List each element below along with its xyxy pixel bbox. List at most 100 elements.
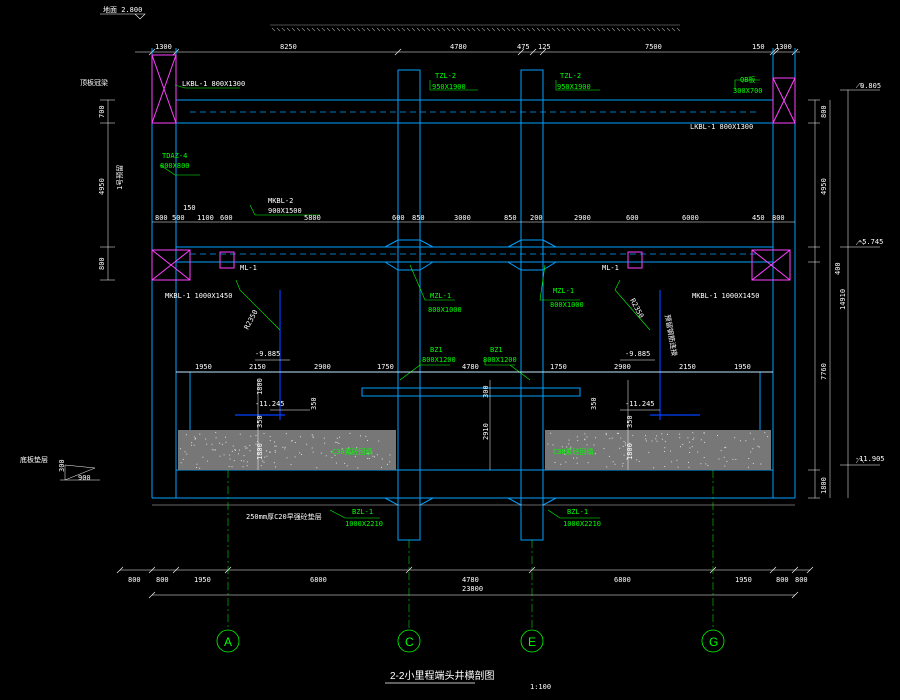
drawing-scale: 1:100 bbox=[530, 683, 551, 691]
speckle bbox=[700, 463, 702, 465]
speckle bbox=[194, 436, 196, 438]
hatch-mark bbox=[591, 27, 596, 32]
label-cushion: 250mm厚C20早强砼垫层 bbox=[246, 512, 322, 521]
speckle bbox=[335, 441, 337, 443]
side-label: 底板垫层 bbox=[20, 455, 48, 464]
mid-dimension-line bbox=[152, 221, 795, 373]
speckle bbox=[221, 443, 223, 445]
inner-dim-left-3: 1800 bbox=[256, 443, 264, 460]
speckle bbox=[611, 437, 613, 439]
concrete-fill-right bbox=[545, 430, 771, 470]
hatch-mark bbox=[671, 27, 676, 32]
hatch-mark bbox=[396, 27, 401, 32]
hatch-mark bbox=[381, 27, 386, 32]
speckle bbox=[235, 449, 236, 451]
speckle bbox=[689, 452, 691, 453]
hatch-mark bbox=[296, 27, 301, 32]
speckle bbox=[704, 432, 705, 434]
hatch-mark bbox=[341, 27, 346, 32]
right-dimension-lines bbox=[808, 82, 880, 499]
mid-dim-text: 800 bbox=[772, 214, 785, 222]
speckle bbox=[629, 442, 631, 444]
hatch-mark bbox=[466, 27, 471, 32]
hatch-mark bbox=[601, 27, 606, 32]
speckle bbox=[664, 447, 666, 449]
speckle bbox=[753, 438, 755, 440]
label-qb-right: QB板 bbox=[740, 75, 755, 84]
inner-elev-left-1: -11.245 bbox=[255, 400, 285, 408]
speckle bbox=[565, 461, 567, 463]
label-tzl-2b: TZL-2 bbox=[560, 72, 581, 80]
hatch-mark bbox=[656, 27, 661, 32]
mid-dim-text: 6000 bbox=[682, 214, 699, 222]
speckle bbox=[605, 432, 607, 434]
bottom-dim-text: 1950 bbox=[735, 576, 752, 584]
bottom-dim-tick bbox=[172, 566, 180, 574]
hatch-mark bbox=[496, 27, 501, 32]
speckle bbox=[732, 458, 734, 460]
bottom-dim-text: 6800 bbox=[310, 576, 327, 584]
speckle bbox=[616, 432, 618, 434]
hatch-mark bbox=[491, 27, 496, 32]
top-dim-tick bbox=[394, 48, 402, 56]
speckle bbox=[586, 444, 588, 446]
speckle bbox=[205, 438, 207, 440]
speckle bbox=[275, 466, 277, 468]
speckle bbox=[692, 432, 694, 434]
speckle bbox=[269, 451, 271, 453]
speckle bbox=[569, 448, 571, 450]
speckle bbox=[381, 466, 382, 468]
label-mzl1-left: MZL-1 bbox=[430, 292, 451, 300]
bottom-dim-tick bbox=[405, 566, 413, 574]
speckle bbox=[614, 463, 616, 465]
speckle bbox=[199, 433, 201, 435]
speckle bbox=[648, 451, 650, 453]
hatch-mark bbox=[606, 27, 611, 32]
label-ding-guan: 顶板冠梁 bbox=[80, 78, 108, 87]
speckle bbox=[244, 445, 246, 447]
speckle bbox=[651, 440, 653, 442]
lower-dim-text: 2900 bbox=[614, 363, 631, 371]
hatch-mark bbox=[311, 27, 316, 32]
left-dim-2: 800 bbox=[98, 257, 106, 270]
speckle bbox=[324, 442, 326, 444]
inner-dim-center-0: 300 bbox=[482, 385, 490, 398]
lower-dim-text: 1950 bbox=[195, 363, 212, 371]
hatch-mark bbox=[486, 27, 491, 32]
speckle bbox=[372, 455, 374, 457]
speckle bbox=[229, 458, 231, 460]
speckle bbox=[623, 454, 625, 456]
speckle bbox=[656, 435, 658, 437]
speckle bbox=[354, 456, 356, 458]
speckle bbox=[257, 453, 258, 455]
hatch-mark bbox=[511, 27, 516, 32]
ground-hatch-marks bbox=[271, 27, 681, 32]
top-dim-text: 125 bbox=[538, 43, 551, 51]
hatch-mark bbox=[621, 27, 626, 32]
speckle bbox=[376, 454, 378, 456]
speckle bbox=[243, 455, 245, 457]
speckle bbox=[312, 451, 314, 453]
speckle bbox=[547, 443, 549, 445]
top-dim-text: 1300 bbox=[775, 43, 792, 51]
speckle bbox=[656, 440, 658, 442]
hatch-mark bbox=[366, 27, 371, 32]
hatch-mark bbox=[426, 27, 431, 32]
hatch-mark bbox=[456, 27, 461, 32]
dashed-beam-lines bbox=[190, 111, 760, 255]
speckle bbox=[306, 443, 308, 445]
speckle bbox=[301, 454, 302, 455]
speckle bbox=[624, 442, 626, 444]
speckle bbox=[259, 448, 260, 450]
speckle bbox=[374, 456, 375, 458]
hatch-mark bbox=[281, 27, 286, 32]
speckle bbox=[717, 435, 718, 436]
lower-dim-text: 1750 bbox=[377, 363, 394, 371]
speckle bbox=[560, 463, 562, 465]
speckle bbox=[325, 455, 327, 457]
hatch-mark bbox=[666, 27, 671, 32]
left-dimension-lines bbox=[60, 99, 115, 481]
speckle bbox=[264, 456, 266, 458]
